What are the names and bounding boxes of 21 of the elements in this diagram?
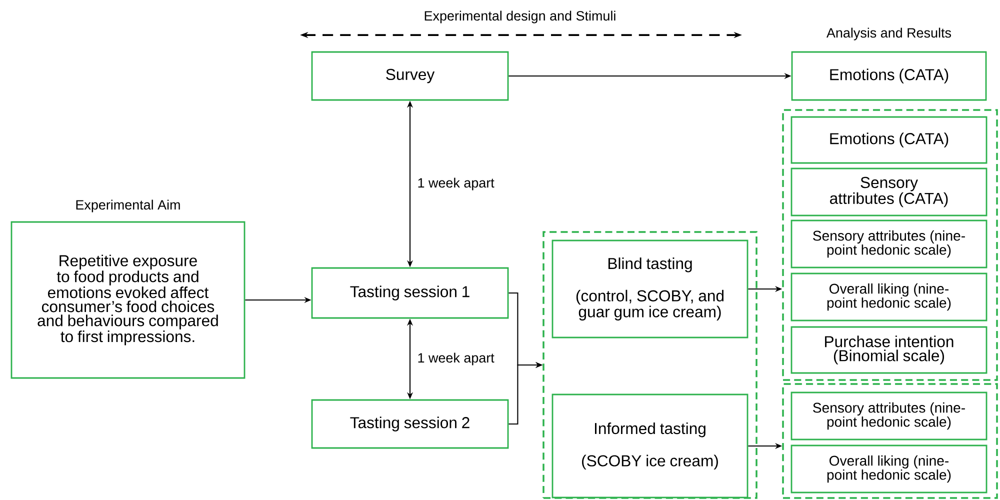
dashed-group-box xyxy=(782,109,998,381)
section-heading: Experimental design and Stimuli xyxy=(424,10,616,24)
process-box: Tasting session 2 xyxy=(311,399,509,449)
result-box: Emotions (CATA) xyxy=(790,116,988,164)
dashed-group-box xyxy=(782,383,998,499)
result-box: Purchase intention (Binomial scale) xyxy=(790,326,988,374)
result-box: Sensory attributes (nine-point hedonic scale) xyxy=(790,392,988,440)
result-box: Emotions (CATA) xyxy=(791,51,987,101)
result-box: Sensory attributes (CATA) xyxy=(790,168,988,216)
result-box: Overall liking (nine-point hedonic scale) xyxy=(790,272,988,322)
result-box: Sensory attributes (nine-point hedonic scale) xyxy=(790,220,988,268)
process-box: Survey xyxy=(311,51,509,101)
result-box: Overall liking (nine-point hedonic scale) xyxy=(790,444,988,494)
process-box: Informed tasting (SCOBY ice cream) xyxy=(552,394,748,498)
dashed-group-box xyxy=(542,231,758,499)
aim-box: Repetitive exposure to food products and emotions evoked affect consumer’s food choices and behaviours compared to first impressions. xyxy=(10,221,246,379)
heading: Experimental Aim xyxy=(76,200,180,212)
process-box: Blind tasting (control, SCOBY, and guar gum ice cream) xyxy=(552,240,748,338)
process-box: Tasting session 1 xyxy=(311,267,509,319)
edge-label: 1 week apart xyxy=(416,352,496,366)
edge-label: 1 week apart xyxy=(416,176,496,192)
